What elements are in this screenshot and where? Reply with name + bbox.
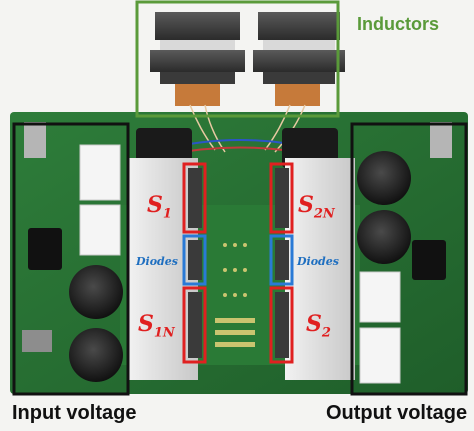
s1-label-base: S <box>147 192 163 218</box>
s2-label-base: S <box>306 311 322 337</box>
output-voltage-box <box>350 122 468 396</box>
devices-right <box>275 168 289 358</box>
switch-s2n-box <box>269 162 294 234</box>
diodes-left-label: Diodes <box>136 255 178 268</box>
devices-left <box>188 168 202 358</box>
heatsink-right <box>285 158 355 380</box>
input-capacitor-2 <box>69 328 123 382</box>
inductor-left <box>150 12 245 106</box>
s2-label-sub: 2 <box>321 325 331 341</box>
input-connector <box>28 228 62 270</box>
output-voltage-label: Output voltage <box>326 402 468 424</box>
s2n-label-base: S <box>298 192 314 218</box>
output-relay-1 <box>359 271 401 323</box>
heatsink-left <box>128 158 198 380</box>
input-capacitor-1 <box>69 265 123 319</box>
inductors-label: Inductors <box>357 14 440 34</box>
input-voltage-label: Input voltage <box>12 402 137 424</box>
output-relay-2 <box>359 327 401 384</box>
s1-label: S1 <box>147 192 172 221</box>
s2-label: S2 <box>306 311 331 340</box>
pcb-pads <box>215 243 255 347</box>
input-relay-2 <box>79 204 121 256</box>
s1n-label-base: S <box>138 311 154 337</box>
s2n-label-sub: 2N <box>313 206 335 222</box>
output-terminal <box>430 122 452 158</box>
s1n-label-sub: 1N <box>153 325 175 341</box>
input-relay-1 <box>79 144 121 201</box>
s2n-label: S2N <box>298 192 335 221</box>
switch-s1-box <box>182 162 207 234</box>
input-voltage-box <box>12 122 130 396</box>
input-component <box>22 330 52 352</box>
diodes-right-box <box>269 234 294 286</box>
inductor-right <box>253 12 345 106</box>
diodes-right-label: Diodes <box>297 255 339 268</box>
output-capacitor-1 <box>357 151 411 205</box>
inductors-box <box>135 0 340 118</box>
s1n-label: S1N <box>138 311 175 340</box>
diodes-left-box <box>182 234 207 286</box>
output-capacitor-2 <box>357 210 411 264</box>
switch-s1n-box <box>182 286 207 364</box>
output-connector <box>412 240 446 280</box>
switch-s2-box <box>269 286 294 364</box>
s1-label-sub: 1 <box>162 206 172 222</box>
input-terminal <box>24 122 46 158</box>
